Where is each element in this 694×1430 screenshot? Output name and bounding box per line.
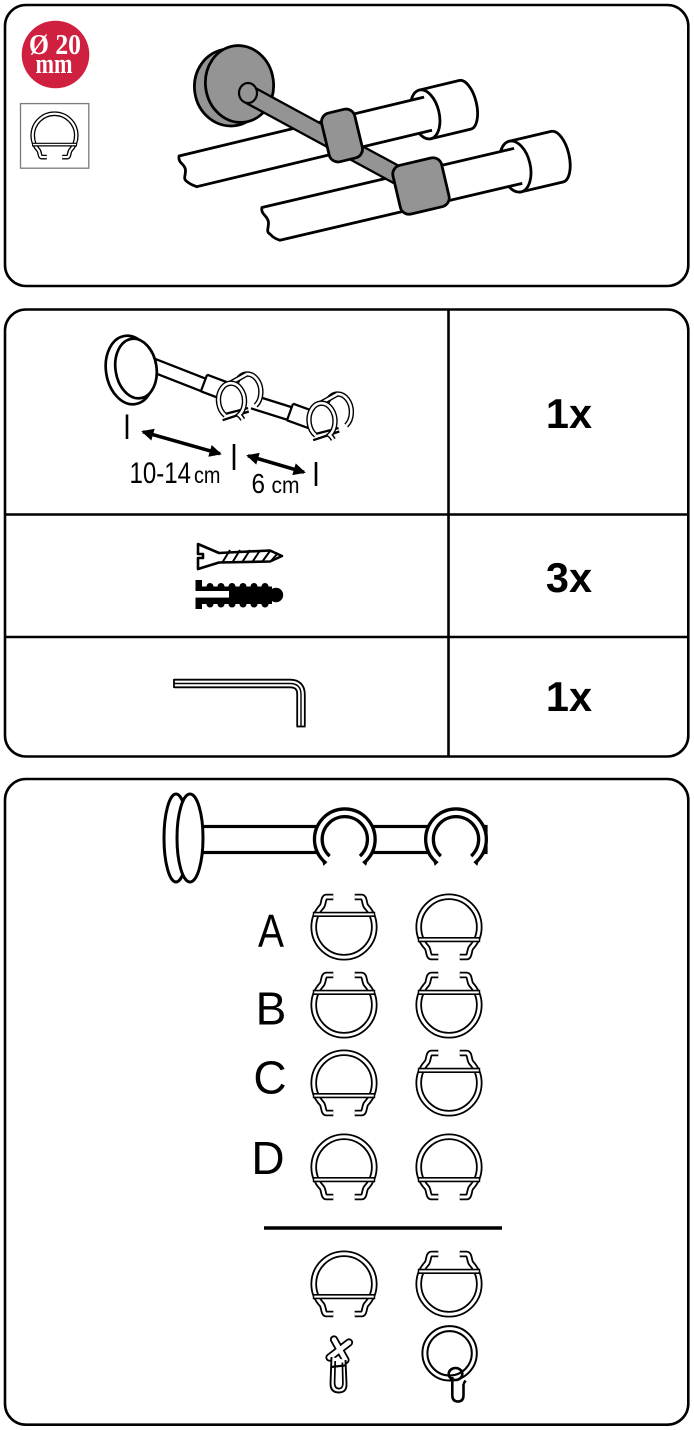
- svg-text:Ø 20: Ø 20: [29, 30, 81, 61]
- svg-text:cm: cm: [272, 472, 300, 498]
- svg-text:3x: 3x: [546, 554, 592, 601]
- svg-text:10-14: 10-14: [130, 457, 192, 490]
- svg-text:1x: 1x: [546, 673, 592, 720]
- svg-text:A: A: [258, 905, 284, 957]
- svg-text:6: 6: [252, 468, 266, 499]
- svg-text:B: B: [256, 983, 287, 1035]
- svg-text:cm: cm: [194, 462, 221, 488]
- svg-text:D: D: [251, 1132, 284, 1184]
- svg-text:mm: mm: [36, 49, 73, 80]
- svg-text:C: C: [253, 1052, 286, 1104]
- svg-text:1x: 1x: [546, 390, 592, 437]
